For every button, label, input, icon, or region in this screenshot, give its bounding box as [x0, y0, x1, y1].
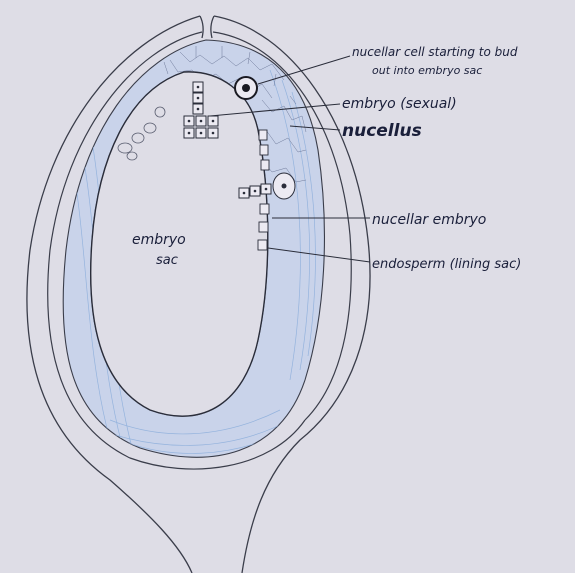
label-nucellus: nucellus [342, 121, 422, 141]
label-nucellar-cell-line2: out into embryo sac [372, 64, 482, 77]
label-nucellar-cell-line1: nucellar cell starting to bud [352, 45, 518, 59]
budding-nucellar-cell [235, 77, 257, 99]
micropyle [200, 16, 214, 38]
label-endosperm: endosperm (lining sac) [372, 257, 521, 272]
label-embryo-sexual: embryo (sexual) [342, 96, 457, 112]
label-nucellar-embryo: nucellar embryo [372, 212, 486, 228]
label-embryo-sac-line2: sac [156, 253, 178, 268]
label-embryo-sac-line1: embryo [132, 232, 186, 248]
